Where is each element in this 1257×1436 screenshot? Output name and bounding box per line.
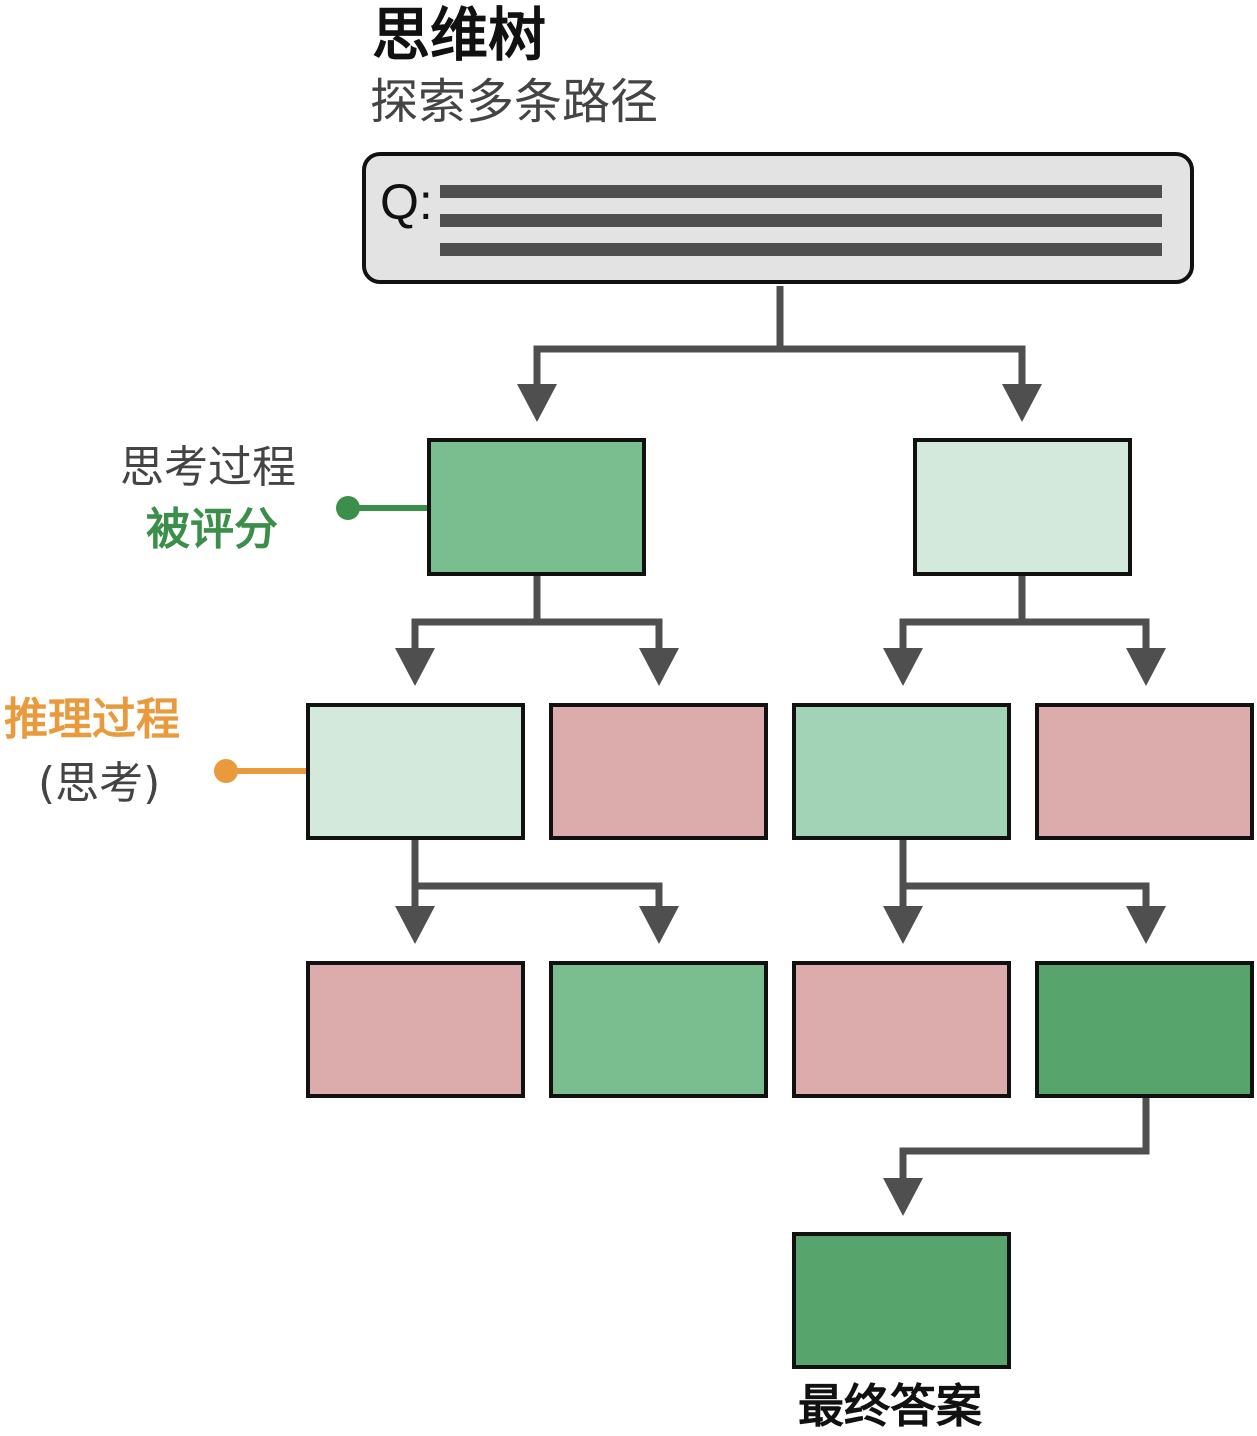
reasoning-annotation-line1: 推理过程 (4, 694, 180, 745)
arrowhead-icon (1126, 906, 1166, 944)
arrowhead-icon (1126, 648, 1166, 686)
scored-annotation-line2: 被评分 (146, 504, 278, 555)
arrowhead-icon (395, 648, 435, 686)
arrowhead-icon (639, 648, 679, 686)
reasoning-annotation-line2: (思考) (38, 758, 161, 809)
thought-node-B1 (792, 703, 1011, 840)
thought-node-A (427, 438, 646, 576)
question-text-line (440, 214, 1162, 227)
question-text-line (440, 185, 1162, 198)
arrowhead-icon (883, 648, 923, 686)
edge-A-to-A1 (411, 576, 541, 656)
thought-node-A2 (549, 703, 768, 840)
arrowhead-icon (639, 906, 679, 944)
diagram-subtitle: 探索多条路径 (370, 74, 659, 130)
thought-node-B2 (1035, 703, 1254, 840)
edge-q-to-A (533, 286, 784, 392)
thought-node-B (913, 438, 1132, 576)
thought-node-A1b (549, 961, 768, 1098)
arrowhead-icon (517, 384, 557, 422)
final-answer-label: 最终答案 (798, 1379, 982, 1433)
edge-B1-to-B1b (903, 882, 1150, 912)
question-text-line (440, 243, 1162, 256)
reasoning-pointer-dot (214, 759, 238, 783)
arrowhead-icon (1002, 384, 1042, 422)
edge-B1b-to-final (899, 1098, 1150, 1180)
thought-node-B1a (792, 961, 1011, 1098)
edge-q-to-B (780, 345, 1026, 392)
edge-A-to-A2 (537, 618, 663, 656)
edge-B-to-B2 (1022, 618, 1150, 656)
arrowhead-icon (883, 906, 923, 944)
scored-annotation-line1: 思考过程 (120, 442, 296, 493)
thought-node-A1a (306, 961, 525, 1098)
question-label: Q: (380, 174, 433, 230)
final-answer-node (792, 1232, 1011, 1369)
thought-node-B1b (1035, 961, 1254, 1098)
scored-pointer-dot (336, 496, 360, 520)
thought-node-A1 (306, 703, 525, 840)
edge-B-to-B1 (899, 576, 1026, 656)
arrowhead-icon (395, 906, 435, 944)
edge-A1-to-A1b (415, 882, 663, 912)
arrowhead-icon (883, 1178, 923, 1216)
diagram-title: 思维树 (372, 1, 547, 69)
